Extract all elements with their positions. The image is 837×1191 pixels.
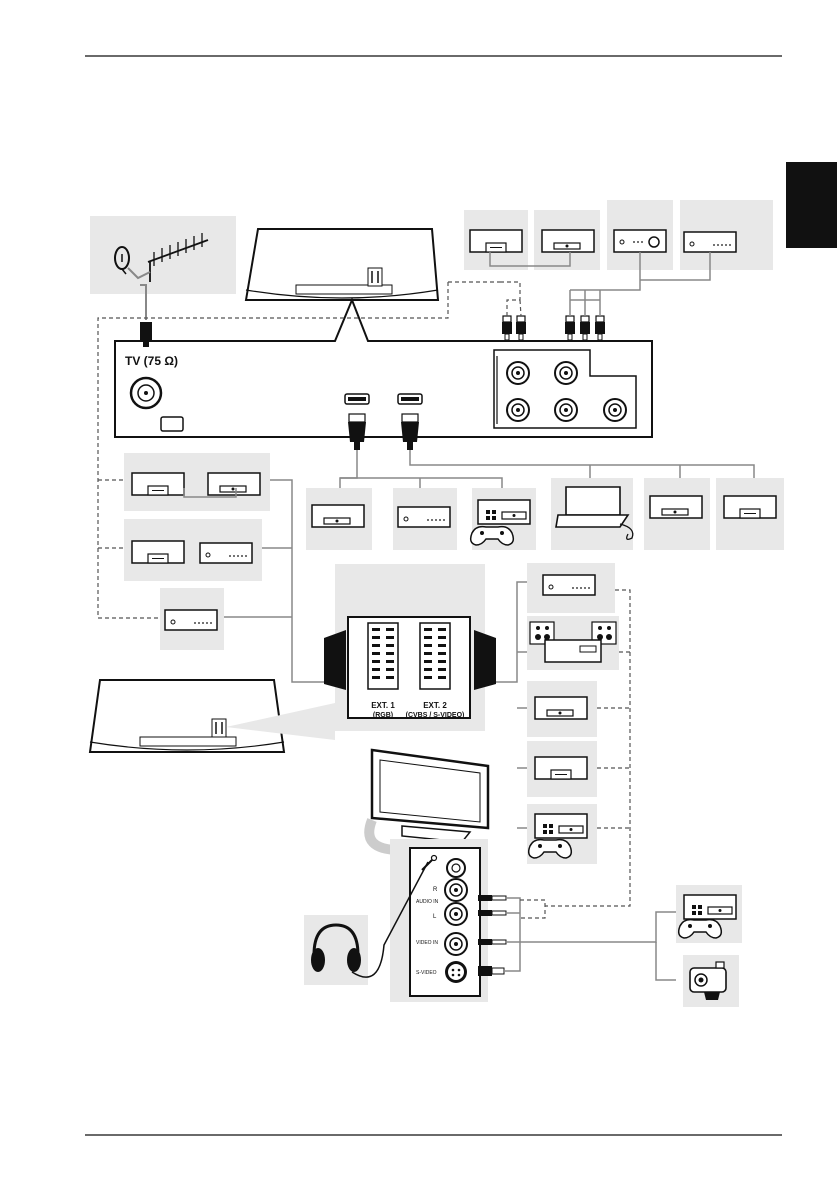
socket-pr bbox=[507, 399, 529, 421]
dvd-player-icon bbox=[208, 473, 260, 495]
rca-plug-audio-l bbox=[502, 316, 512, 340]
vcr-icon bbox=[724, 496, 776, 518]
hdmi-plug-1 bbox=[348, 414, 366, 450]
headphone-socket bbox=[447, 859, 465, 877]
set-top-box-icon bbox=[200, 543, 252, 563]
set-top-box-icon bbox=[684, 232, 736, 252]
socket-audio-r bbox=[604, 399, 626, 421]
side-panel-wiring bbox=[504, 898, 676, 980]
tv-back-bottom-icon bbox=[90, 680, 284, 752]
satellite-receiver-icon bbox=[614, 230, 666, 252]
svideo-label: S-VIDEO bbox=[416, 970, 437, 976]
set-top-box-icon bbox=[398, 507, 450, 527]
audio-in-l-socket bbox=[445, 903, 467, 925]
rca-plug-pb bbox=[580, 316, 590, 340]
rca-plug-y bbox=[565, 316, 575, 340]
svideo-socket bbox=[445, 961, 467, 983]
scart-dashed-wiring bbox=[98, 480, 124, 548]
vcr-icon bbox=[132, 473, 184, 495]
audio-in-r-socket bbox=[445, 879, 467, 901]
scart-right-wiring bbox=[496, 582, 530, 828]
video-in-socket bbox=[445, 933, 467, 955]
scart-ext2-label: EXT. 2 bbox=[423, 701, 447, 710]
socket-audio-l bbox=[555, 399, 577, 421]
hdmi-plug-2 bbox=[401, 414, 419, 450]
dvd-player-icon bbox=[312, 505, 364, 527]
audio-in-r-label: R bbox=[433, 887, 438, 893]
set-top-box-icon bbox=[543, 575, 595, 595]
antenna-input-label: TV (75 Ω) bbox=[125, 354, 178, 368]
tv-back-top-icon bbox=[246, 229, 438, 300]
dvd-player-icon bbox=[535, 697, 587, 719]
dvd-player-icon bbox=[542, 230, 594, 252]
scart-ext2-sub: (CVBS / S-VIDEO) bbox=[406, 712, 465, 719]
antenna-panel bbox=[90, 216, 236, 294]
vcr-icon bbox=[535, 757, 587, 779]
scart-connectors bbox=[324, 617, 496, 718]
dvd-player-icon bbox=[650, 496, 702, 518]
vcr-icon bbox=[132, 541, 184, 563]
audio-in-label: AUDIO IN bbox=[416, 899, 439, 905]
scart-ext1-sub: (RGB) bbox=[373, 712, 393, 719]
hdmi-2-port bbox=[398, 394, 422, 404]
video-in-label: VIDEO IN bbox=[416, 940, 438, 946]
scart-ext1-label: EXT. 1 bbox=[371, 701, 395, 710]
service-port bbox=[161, 417, 183, 431]
flat-tv-icon bbox=[369, 750, 488, 850]
rca-plug-audio-r bbox=[516, 316, 526, 340]
side-panel-dashed-wiring bbox=[520, 900, 545, 918]
socket-y bbox=[507, 362, 529, 384]
set-top-box-icon bbox=[165, 610, 217, 630]
language-tab bbox=[786, 162, 837, 248]
antenna-socket bbox=[131, 378, 161, 408]
socket-pb bbox=[555, 362, 577, 384]
rca-plug-pr bbox=[595, 316, 605, 340]
vcr-icon bbox=[470, 230, 522, 252]
hdmi-1-port bbox=[345, 394, 369, 404]
